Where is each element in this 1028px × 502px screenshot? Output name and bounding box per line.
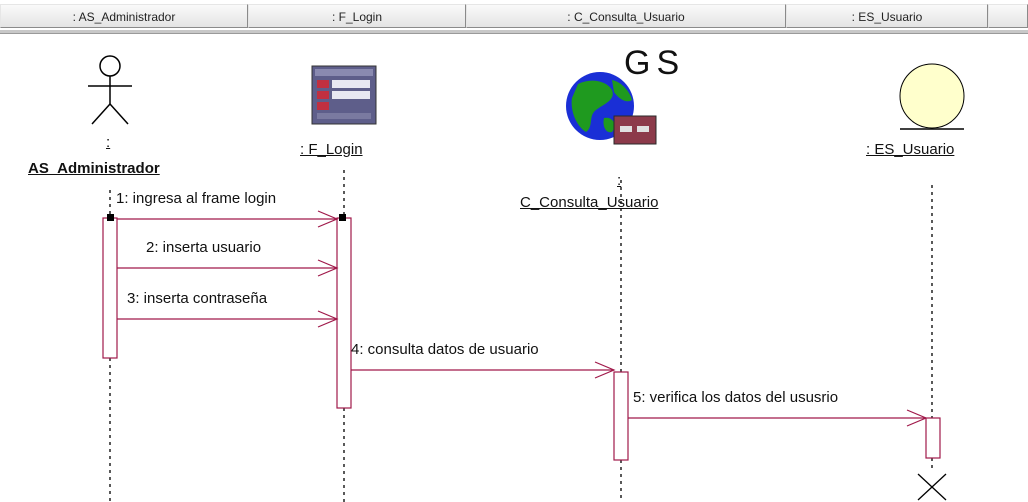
actor-icon [88,55,132,125]
selection-handle [107,214,114,221]
message-arrows [117,210,928,427]
message-5-label: 5: verifica los datos del ususrio [633,389,839,406]
globe-icon [566,72,657,145]
header-col-administrador[interactable]: : AS_Administrador [0,4,248,28]
actor-label[interactable]: AS_Administrador [28,160,160,177]
message-3-arrowhead [317,310,339,328]
entity-label[interactable]: : ES_Usuario [866,141,955,158]
header-col-consulta[interactable]: : C_Consulta_Usuario [466,4,786,28]
entity-icon [899,63,965,130]
header-col-entity[interactable]: : ES_Usuario [786,4,988,28]
activation-administrador[interactable] [102,217,118,359]
activation-login[interactable] [336,217,352,409]
control-badge: GS [624,44,686,82]
form-icon [311,65,377,125]
message-1-label: 1: ingresa al frame login [116,190,277,207]
message-5-arrowhead [906,409,928,427]
header-divider [0,30,1028,34]
destroy-x-icon [917,473,947,501]
header-col-login[interactable]: : F_Login [248,4,466,28]
header-bar: : AS_Administrador : F_Login : C_Consult… [0,0,1028,36]
control-label[interactable]: C_Consulta_Usuario [520,194,659,211]
message-2-arrowhead [317,259,339,277]
message-4-arrowhead [594,361,616,379]
activation-entity[interactable] [925,417,941,459]
activations [102,217,941,461]
control-label-colon: : [617,172,622,189]
message-1-arrowhead [317,210,339,228]
actor-label-colon: : [106,134,111,151]
selection-handle [339,214,346,221]
lifelines [109,170,933,502]
form-label[interactable]: : F_Login [300,141,363,158]
message-4-label: 4: consulta datos de usuario [351,341,539,358]
activation-consulta[interactable] [613,371,629,461]
message-2-label: 2: inserta usuario [146,239,262,256]
message-3-label: 3: inserta contraseña [127,290,268,307]
